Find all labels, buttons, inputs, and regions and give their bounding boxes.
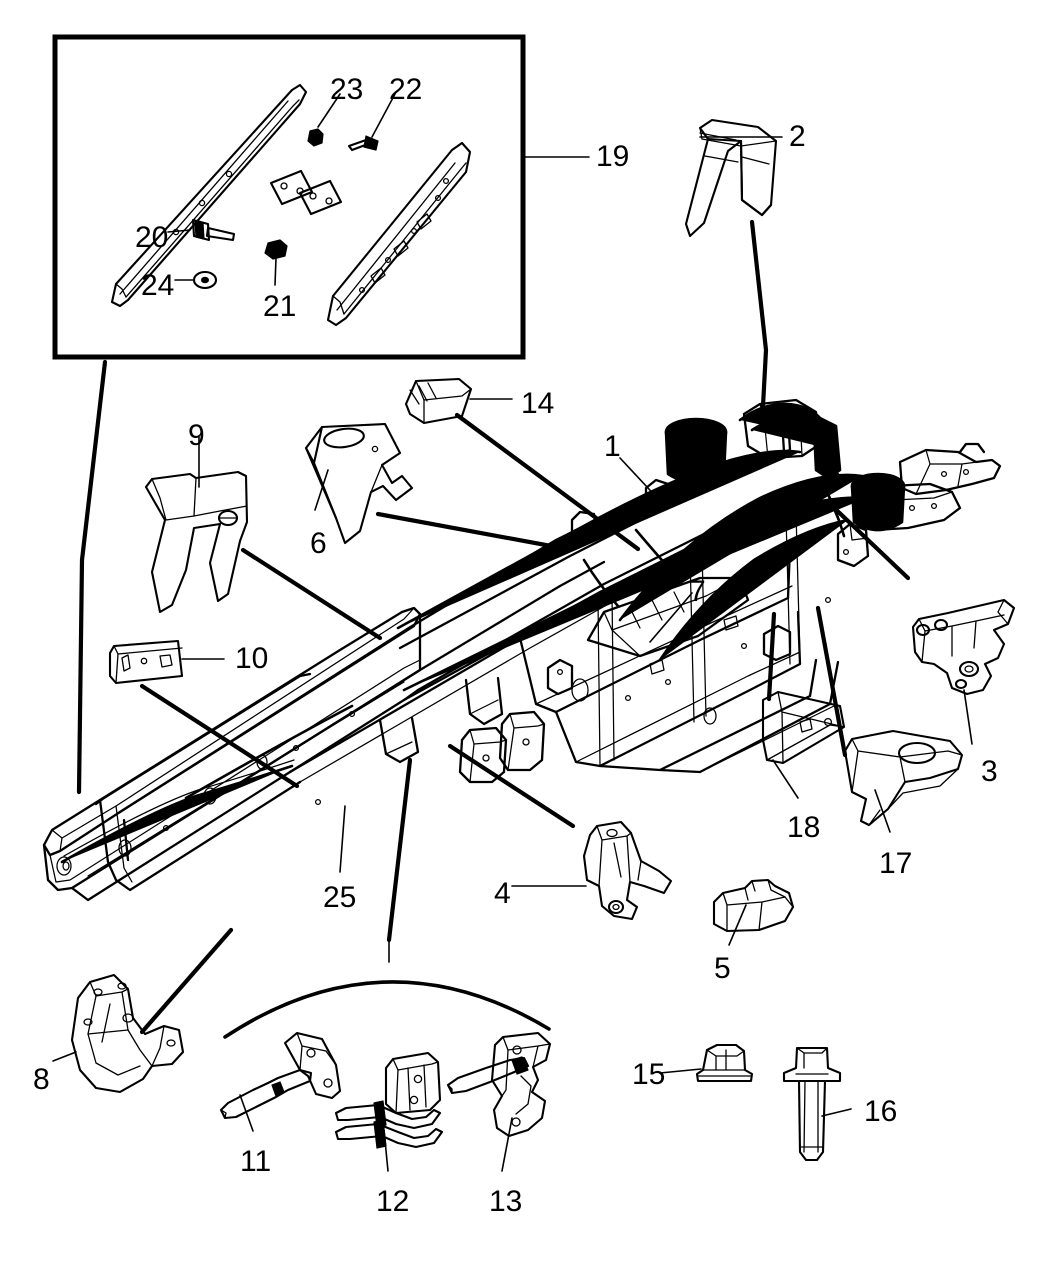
callout-7-skid-plate: 7 xyxy=(689,575,706,608)
part-6-bracket xyxy=(304,422,414,545)
part-7-skid-plate xyxy=(586,576,750,658)
leader-3 xyxy=(963,689,973,745)
frame-body-mount-bracket-mid xyxy=(498,710,546,772)
leader-18 xyxy=(772,759,799,799)
callout-24-washer: 24 xyxy=(141,269,175,302)
callout-18-plate: 18 xyxy=(787,811,821,844)
leader-5 xyxy=(728,904,747,946)
leader-8-to-frame xyxy=(139,927,234,1035)
leader-4-to-frame xyxy=(447,743,576,829)
part-16-bolt xyxy=(782,1046,842,1162)
part-11-tie-rod xyxy=(219,1031,342,1120)
callout-20-bolt: 20 xyxy=(135,221,169,254)
leader-16 xyxy=(821,1108,852,1117)
callout-10-plate: 10 xyxy=(235,642,269,675)
part-3-bracket xyxy=(911,598,1016,696)
callout-1-frame-assembly: 1 xyxy=(604,430,621,463)
leader-11 xyxy=(239,1094,254,1132)
inset-part-plate-a xyxy=(269,169,314,206)
leader-15 xyxy=(659,1068,702,1074)
frame-spring-seat-left xyxy=(664,417,728,485)
frame-body-mount-bracket-left xyxy=(458,726,508,784)
callout-15-nut: 15 xyxy=(632,1058,666,1091)
inset-part-nut-21 xyxy=(264,239,288,260)
leader-12 xyxy=(383,1129,389,1172)
callout-16-bolt: 16 xyxy=(864,1095,898,1128)
callout-3-bracket: 3 xyxy=(981,755,998,788)
callout-13-bracket-assembly: 13 xyxy=(489,1185,523,1218)
callout-8-bracket: 8 xyxy=(33,1063,50,1096)
leader-8 xyxy=(52,1051,77,1062)
inset-panel-border xyxy=(52,34,526,360)
part-4-bracket xyxy=(582,820,673,921)
part-9-bracket xyxy=(144,470,249,614)
callout-14-pad: 14 xyxy=(521,387,555,420)
callout-25-crossmember: 25 xyxy=(323,881,357,914)
inset-part-rail-left xyxy=(110,83,308,308)
callout-4-bracket: 4 xyxy=(494,877,511,910)
callout-11-tie-rod: 11 xyxy=(240,1145,272,1178)
callout-9-bracket: 9 xyxy=(188,419,205,452)
callout-2-shield: 2 xyxy=(789,120,806,153)
leader-13 xyxy=(501,1117,513,1172)
wheel-arc-reference xyxy=(223,757,551,1039)
inset-part-rail-right xyxy=(326,141,472,327)
callout-21-nut: 21 xyxy=(263,290,297,323)
inset-part-nut-23 xyxy=(307,128,324,147)
part-8-bracket xyxy=(70,973,185,1094)
inset-part-bolt-20 xyxy=(191,218,236,242)
part-17-bracket xyxy=(843,729,964,827)
inset-leaders xyxy=(167,93,396,286)
callout-19-inset-panel: 19 xyxy=(596,140,630,173)
leader-25 xyxy=(339,805,346,873)
inset-part-plate-b xyxy=(298,179,343,216)
part-1-frame-assembly xyxy=(42,398,1002,902)
leader-6 xyxy=(314,469,329,511)
leader-17-to-frame xyxy=(815,605,848,758)
leader-3-to-frame xyxy=(826,500,911,581)
inset-part-bolt-22 xyxy=(347,135,379,152)
callout-12-bracket-assembly: 12 xyxy=(376,1185,410,1218)
callout-5-clip: 5 xyxy=(714,952,731,985)
part-2-shield xyxy=(684,118,778,238)
leader-inset-to-frame xyxy=(76,359,108,795)
leader-10-to-frame xyxy=(139,683,300,789)
leader-6-to-frame xyxy=(375,511,565,551)
part-12-bracket-assembly xyxy=(334,1051,444,1149)
callout-23-nut: 23 xyxy=(330,73,364,106)
part-10-plate xyxy=(108,639,184,685)
part-14-pad xyxy=(404,377,473,425)
part-13-bracket-assembly xyxy=(446,1031,552,1138)
callout-22-bolt: 22 xyxy=(389,73,423,106)
callout-6-bracket: 6 xyxy=(310,527,327,560)
part-5-clip xyxy=(712,878,795,933)
leader-9-to-frame xyxy=(240,547,383,641)
part-18-plate xyxy=(761,690,846,765)
leader-2-to-frame xyxy=(749,219,769,409)
callout-17-bracket: 17 xyxy=(879,847,913,880)
part-15-nut xyxy=(695,1043,754,1083)
leader-17 xyxy=(874,789,891,833)
leader-7 xyxy=(649,592,693,643)
inset-part-washer-24 xyxy=(192,270,218,290)
